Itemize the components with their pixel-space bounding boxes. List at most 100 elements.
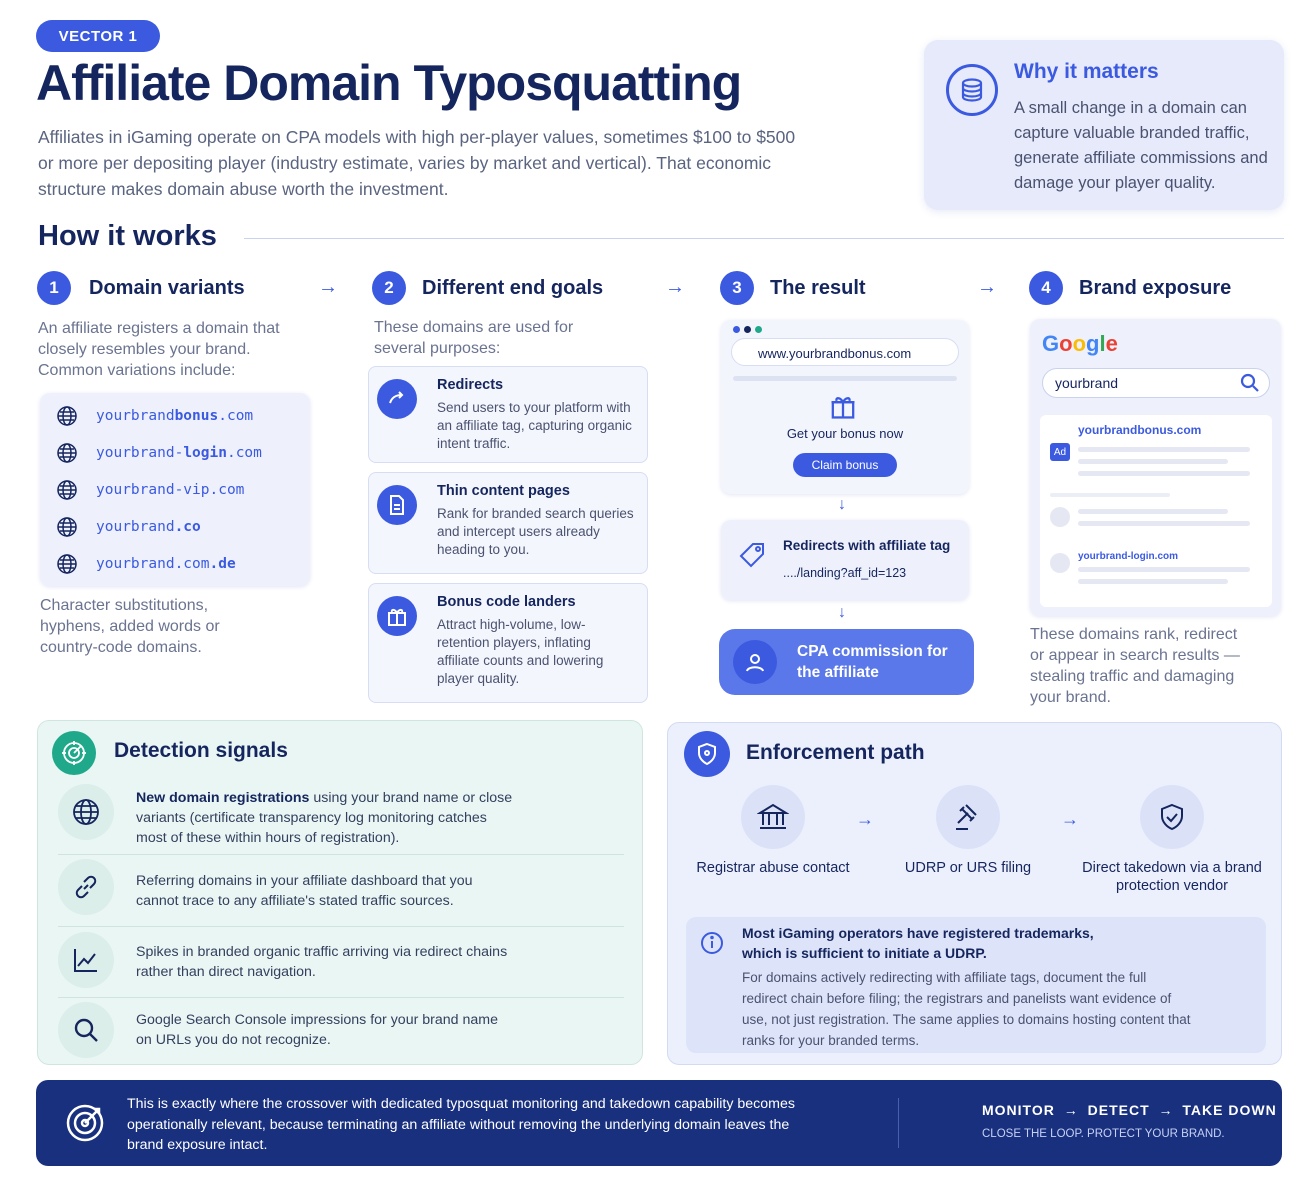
ad-badge: Ad — [1050, 443, 1070, 461]
window-dots — [733, 326, 762, 333]
info-box: Most iGaming operators have registered t… — [686, 917, 1266, 1053]
detection-signals-panel: Detection signals New domain registratio… — [37, 720, 643, 1065]
step-number: 4 — [1029, 271, 1063, 305]
goal-title: Redirects — [437, 377, 504, 393]
step-label: Direct takedown via a brand protection v… — [1082, 860, 1262, 894]
footer-flow: MONITOR → DETECT → TAKE DOWN — [982, 1102, 1277, 1118]
signal-text: Referring domains in your affiliate dash… — [136, 873, 473, 909]
step-1-header: 1 Domain variants — [37, 271, 245, 305]
claim-bonus-button[interactable]: Claim bonus — [793, 453, 897, 477]
redirect-icon — [377, 379, 417, 419]
cpa-commission-card: CPA commission for the affiliate — [719, 629, 974, 695]
google-logo: Google — [1042, 331, 1118, 356]
chart-icon — [58, 932, 114, 988]
bonus-text: Get your bonus now — [786, 426, 904, 441]
signal-bold: New domain registrations — [136, 790, 310, 806]
link-icon — [58, 859, 114, 915]
domain-text: yourbrand.co — [96, 518, 201, 535]
result-link[interactable]: yourbrandbonus.com — [1078, 423, 1202, 437]
arrow-right-icon: → — [318, 276, 338, 298]
cpa-text: CPA commission for the affiliate — [797, 643, 948, 681]
globe-icon — [57, 479, 77, 500]
domain-variant: yourbrandbonus.com — [40, 397, 310, 434]
info-bold: Most iGaming operators have registered t… — [742, 925, 1094, 961]
enforcement-step: Registrar abuse contact — [683, 785, 863, 877]
domain-variants-card: yourbrandbonus.com yourbrand-login.com you… — [40, 393, 310, 586]
arrow-right-icon: → — [665, 276, 685, 298]
step-4-note: These domains rank, redirect or appear i… — [1030, 626, 1240, 706]
step-2-header: 2 Different end goals — [372, 271, 603, 305]
domain-variant: yourbrand-vip.com — [40, 471, 310, 508]
globe-icon — [58, 784, 114, 840]
step-title: Different end goals — [422, 276, 604, 299]
step-title: Domain variants — [89, 276, 245, 299]
step-4-header: 4 Brand exposure — [1029, 271, 1231, 305]
radar-icon — [52, 731, 96, 775]
redirect-url: ..../landing?aff_id=123 — [783, 566, 907, 580]
document-icon — [377, 485, 417, 525]
step-3-header: 3 The result — [720, 271, 866, 305]
search-icon — [58, 1002, 114, 1058]
page-title: Affiliate Domain Typosquatting — [36, 55, 742, 111]
intro-text: Affiliates in iGaming operate on CPA mod… — [38, 127, 796, 199]
domain-text: yourbrandbonus.com — [96, 407, 254, 424]
arrow-right-icon: → — [856, 809, 874, 829]
domain-variant: yourbrand.com.de — [40, 545, 310, 582]
goals-list: Redirects Send users to your platform wi… — [360, 360, 665, 710]
signal-text: New domain registrations using your bran… — [136, 790, 513, 846]
why-text: A small change in a domain can capture v… — [1014, 99, 1268, 192]
step-number: 3 — [720, 271, 754, 305]
result-link[interactable]: yourbrand-login.com — [1078, 551, 1178, 562]
footer-text: This is exactly where the crossover with… — [127, 1096, 795, 1153]
url-bar[interactable]: www.yourbrandbonus.com — [731, 338, 959, 366]
enforcement-step: UDRP or URS filing — [878, 785, 1058, 877]
arrow-right-icon: → — [1061, 809, 1079, 829]
step-title: Brand exposure — [1079, 276, 1232, 299]
search-input[interactable]: yourbrand — [1042, 368, 1270, 398]
step-1-note: Character substitutions, hyphens, added … — [40, 597, 220, 656]
enforcement-step: Direct takedown via a brand protection v… — [1082, 785, 1262, 895]
how-it-works-heading: How it works — [38, 220, 217, 252]
info-icon — [700, 931, 724, 960]
search-mockup: Google yourbrand yourbrandbonus.com Ad y… — [1030, 319, 1281, 616]
gift-icon — [377, 596, 417, 636]
goal-text: Rank for branded search queries and inte… — [437, 506, 634, 557]
goal-text: Attract high-volume, low-retention playe… — [437, 617, 604, 686]
coins-icon — [946, 64, 998, 116]
goal-text: Send users to your platform with an affi… — [437, 400, 632, 451]
domain-variant: yourbrand-login.com — [40, 434, 310, 471]
goal-card-bonus-landers: Bonus code landers Attract high-volume, … — [368, 583, 648, 703]
gift-icon — [829, 392, 857, 425]
tag-icon — [737, 540, 767, 575]
footer-divider — [898, 1098, 899, 1148]
vector-badge: VECTOR 1 — [36, 20, 160, 52]
arrow-down-icon: ↓ — [838, 604, 846, 621]
heading-divider — [244, 238, 1284, 239]
arrow-right-icon: → — [977, 276, 997, 298]
signal-text: Google Search Console impressions for yo… — [136, 1012, 498, 1048]
step-number: 2 — [372, 271, 406, 305]
info-text: For domains actively redirecting with af… — [742, 970, 1191, 1048]
domain-text: yourbrand-vip.com — [96, 481, 245, 498]
redirect-title: Redirects with affiliate tag — [783, 538, 951, 553]
redirect-card: Redirects with affiliate tag ..../landin… — [721, 520, 969, 600]
target-icon — [64, 1102, 106, 1144]
globe-icon — [57, 553, 77, 574]
goal-card-redirects: Redirects Send users to your platform wi… — [368, 366, 648, 463]
enforcement-title: Enforcement path — [746, 741, 925, 764]
search-icon[interactable] — [1240, 373, 1260, 398]
footer-tagline: CLOSE THE LOOP. PROTECT YOUR BRAND. — [982, 1128, 1225, 1140]
user-icon — [733, 640, 777, 684]
bank-icon — [741, 785, 805, 849]
globe-icon — [57, 442, 77, 463]
why-title: Why it matters — [1014, 60, 1159, 83]
domain-text: yourbrand.com.de — [96, 555, 236, 572]
step-label: Registrar abuse contact — [696, 860, 850, 876]
footer-banner: This is exactly where the crossover with… — [36, 1080, 1282, 1166]
goal-card-thin-content: Thin content pages Rank for branded sear… — [368, 472, 648, 574]
shield-icon — [684, 731, 730, 777]
globe-icon — [57, 405, 77, 426]
arrow-down-icon: ↓ — [838, 496, 846, 513]
domain-text: yourbrand-login.com — [96, 444, 262, 461]
signal-text: Spikes in branded organic traffic arrivi… — [136, 944, 508, 980]
